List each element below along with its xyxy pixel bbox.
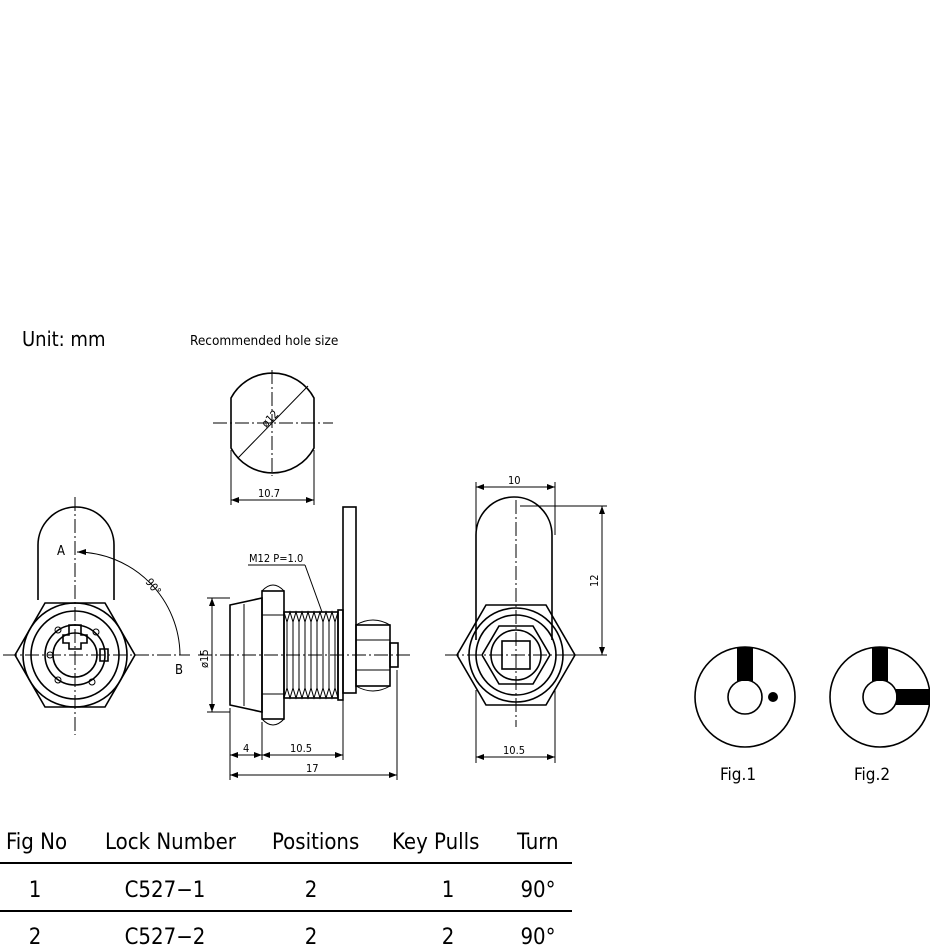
hole-view: ø12 10.7: [213, 370, 333, 505]
body-diameter-label: ø15: [198, 649, 211, 668]
length-4-label: 4: [243, 742, 249, 755]
point-a-label: A: [57, 544, 65, 559]
hole-size-title: Recommended hole size: [190, 333, 338, 349]
row1-turn: 90°: [520, 878, 555, 903]
row1-positions: 2: [305, 878, 318, 903]
hole-width-label: 10.7: [258, 487, 280, 500]
thread-crest: [283, 686, 339, 700]
row2-lock-number: C527−2: [125, 925, 206, 946]
side-view: M12 P=1.0 ø15 4 10.5 17: [198, 506, 412, 780]
fig1-label: Fig.1: [720, 765, 756, 785]
fig2-diagram: Fig.2: [829, 646, 930, 785]
thread-spec-label: M12 P=1.0: [249, 552, 303, 565]
row1-fig-no: 1: [29, 878, 42, 903]
fig2-label: Fig.2: [854, 765, 890, 785]
back-view: 10 12 10.5: [445, 474, 607, 763]
header-fig-no: Fig No: [6, 830, 67, 855]
row2-turn: 90°: [520, 925, 555, 946]
fig1-diagram: Fig.1: [694, 646, 796, 785]
header-lock-number: Lock Number: [105, 830, 237, 855]
header-key-pulls: Key Pulls: [392, 830, 479, 855]
front-view: 90° A B: [3, 497, 190, 735]
thread-lines: [283, 610, 339, 700]
length-10-5-back-label: 10.5: [503, 744, 525, 757]
row1-lock-number: C527−1: [125, 878, 206, 903]
row2-fig-no: 2: [29, 925, 42, 946]
row2-key-pulls: 2: [442, 925, 455, 946]
point-b-label: B: [175, 663, 183, 678]
hole-diameter-label: ø12: [259, 408, 281, 430]
length-17-label: 17: [306, 762, 319, 775]
header-positions: Positions: [272, 830, 359, 855]
spec-table: Fig No Lock Number Positions Key Pulls T…: [0, 830, 572, 950]
top-width-label: 10: [508, 474, 521, 487]
thread-crest: [283, 610, 339, 624]
row2-positions: 2: [305, 925, 318, 946]
height-12-label: 12: [588, 574, 601, 587]
row1-key-pulls: 1: [442, 878, 455, 903]
header-turn: Turn: [516, 830, 559, 855]
unit-label: Unit: mm: [22, 327, 105, 351]
length-10-5-side-label: 10.5: [290, 742, 312, 755]
